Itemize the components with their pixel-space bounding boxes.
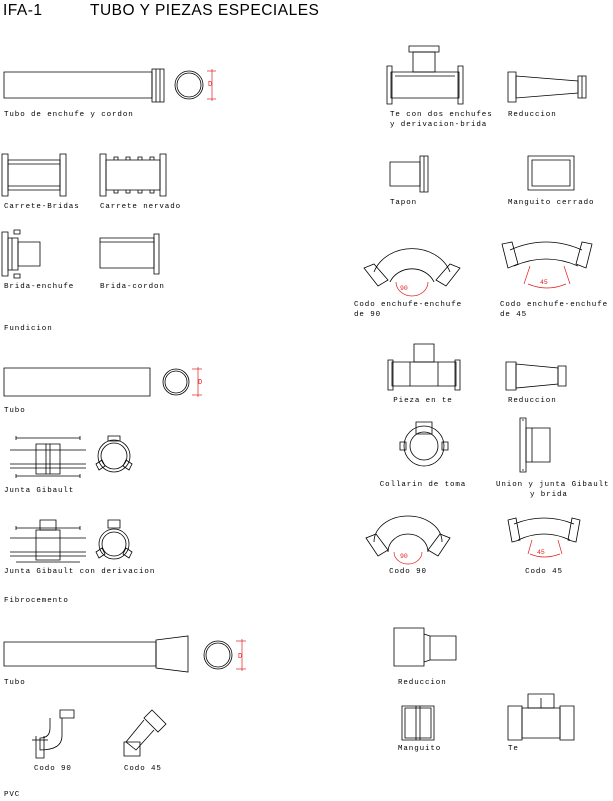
union-junta-gibault-brida-drawing xyxy=(518,418,556,472)
fundicion-reduccion-drawing xyxy=(508,70,588,104)
fundicion-tubo-enchufe-cordon-drawing xyxy=(4,66,166,106)
label-tubo-enchufe-cordon: Tubo de enchufe y cordon xyxy=(4,111,134,119)
label-union-line1: Union y junta Gibault xyxy=(496,481,610,489)
tapon-drawing xyxy=(390,156,432,192)
label-carrete-bridas: Carrete-Bridas xyxy=(4,203,80,211)
junta-gibault-drawing xyxy=(10,434,86,480)
dimension-label: D xyxy=(238,653,244,661)
dimension-label: D xyxy=(198,379,204,387)
label-fibrocemento-reduccion: Reduccion xyxy=(508,397,557,405)
label-union-line2: y brida xyxy=(530,491,568,499)
label-tapon: Tapon xyxy=(390,199,418,207)
label-te-line1: Te con dos enchufes xyxy=(390,111,493,119)
manguito-cerrado-drawing xyxy=(528,156,576,192)
label-fibrocemento-codo45: Codo 45 xyxy=(525,568,563,576)
pvc-codo-90-drawing xyxy=(30,710,78,760)
label-codo90-line2: de 90 xyxy=(354,311,382,319)
label-pvc-te: Te xyxy=(508,745,519,753)
brida-enchufe-drawing xyxy=(2,228,42,280)
label-junta-gibault: Junta Gibault xyxy=(4,487,75,495)
label-te-line2: y derivacion-brida xyxy=(390,121,488,129)
label-carrete-nervado: Carrete nervado xyxy=(100,203,182,211)
pvc-te-drawing xyxy=(508,694,576,742)
pvc-manguito-drawing xyxy=(402,706,436,742)
label-brida-cordon: Brida-cordon xyxy=(100,283,165,291)
fibrocemento-codo-45-drawing: 45 xyxy=(506,514,582,566)
sheet-code: IFA-1 xyxy=(3,2,43,19)
label-pvc-codo45: Codo 45 xyxy=(124,765,162,773)
section-name-fibrocemento: Fibrocemento xyxy=(4,597,69,605)
section-name-fundicion: Fundicion xyxy=(4,325,53,333)
angle-label: 45 xyxy=(537,549,545,556)
label-junta-gibault-derivacion: Junta Gibault con derivacion xyxy=(4,568,156,576)
angle-label: 90 xyxy=(400,285,408,292)
label-manguito-cerrado: Manguito cerrado xyxy=(508,199,595,207)
fibrocemento-tubo-drawing xyxy=(4,368,152,398)
section-name-pvc: PVC xyxy=(4,791,21,799)
collarin-de-toma-drawing xyxy=(398,420,450,468)
junta-gibault-derivacion-drawing xyxy=(10,518,86,564)
label-brida-enchufe: Brida-enchufe xyxy=(4,283,75,291)
pvc-codo-45-drawing xyxy=(122,708,170,758)
te-dos-enchufes-drawing xyxy=(387,46,463,106)
label-codo45-line2: de 45 xyxy=(500,311,528,319)
dimension-label: D xyxy=(208,81,214,89)
fundicion-tubo-seccion-drawing xyxy=(174,68,224,104)
label-codo45-line1: Codo enchufe-enchufe xyxy=(500,301,609,309)
carrete-nervado-drawing xyxy=(100,152,166,198)
pvc-reduccion-drawing xyxy=(394,628,460,668)
fundicion-codo-90-drawing: 90 xyxy=(362,236,462,296)
fibrocemento-tubo-seccion-drawing xyxy=(162,366,212,402)
carrete-bridas-drawing xyxy=(2,152,66,198)
fundicion-codo-45-drawing: 45 xyxy=(500,232,594,296)
label-pieza-en-te: Pieza en te xyxy=(393,397,453,405)
brida-cordon-drawing xyxy=(100,232,160,278)
pvc-tubo-drawing xyxy=(4,636,190,672)
junta-gibault-derivacion-seccion-drawing xyxy=(94,518,136,566)
label-pvc-tubo: Tubo xyxy=(4,679,26,687)
label-pvc-manguito: Manguito xyxy=(398,745,442,753)
fibrocemento-reduccion-drawing xyxy=(506,360,568,392)
pvc-tubo-seccion-drawing xyxy=(202,638,252,674)
pieza-en-te-drawing xyxy=(388,344,460,392)
label-fundicion-reduccion: Reduccion xyxy=(508,111,557,119)
label-pvc-reduccion: Reduccion xyxy=(398,679,447,687)
sheet-title: TUBO Y PIEZAS ESPECIALES xyxy=(90,2,320,19)
fibrocemento-codo-90-drawing: 90 xyxy=(364,514,452,566)
label-codo90-line1: Codo enchufe-enchufe xyxy=(354,301,463,309)
label-pvc-codo90: Codo 90 xyxy=(34,765,72,773)
junta-gibault-seccion-drawing xyxy=(94,434,136,478)
label-collarin-toma: Collarin de toma xyxy=(379,481,467,489)
angle-label: 90 xyxy=(400,553,408,560)
angle-label: 45 xyxy=(540,279,548,286)
label-fibrocemento-tubo: Tubo xyxy=(4,407,26,415)
label-fibrocemento-codo90: Codo 90 xyxy=(389,568,427,576)
